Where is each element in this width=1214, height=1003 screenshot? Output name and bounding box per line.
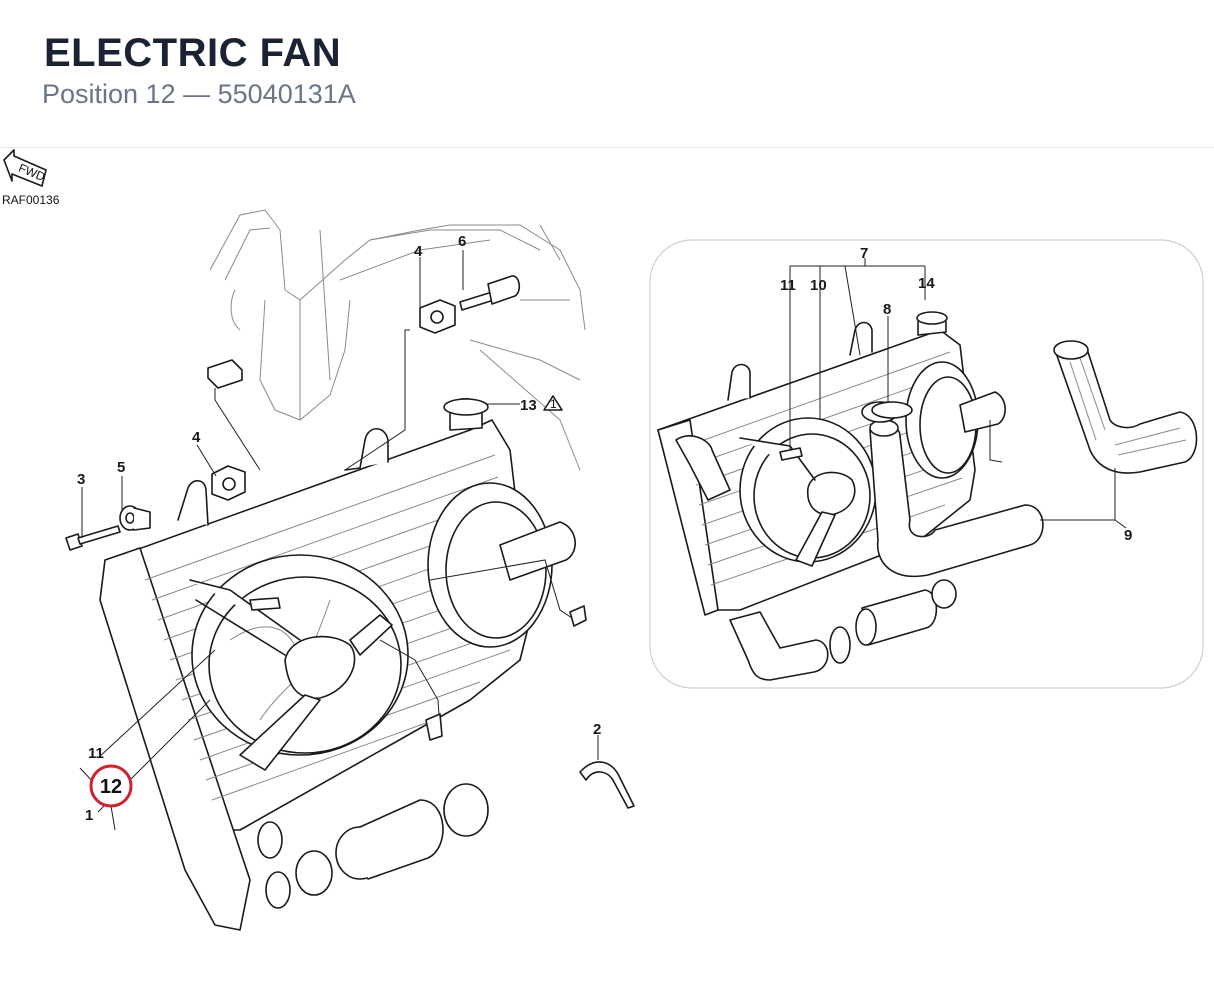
spacer-top-left [207, 359, 243, 389]
callout-10: 10 [810, 277, 827, 294]
callout-11-inset: 11 [780, 277, 796, 294]
callout-4-left: 4 [192, 429, 201, 446]
page-header: ELECTRIC FAN Position 12 — 55040131A [0, 0, 1214, 148]
part-number: 55040131A [217, 79, 356, 109]
position-label: Position 12 [42, 79, 176, 109]
note-marker-label: 1 [550, 397, 557, 411]
callout-9: 9 [1124, 527, 1132, 544]
fan-right [427, 482, 587, 648]
callout-4-top: 4 [414, 243, 423, 260]
highlighted-callout-label: 12 [100, 776, 122, 798]
callout-2: 2 [593, 721, 601, 738]
fwd-arrow-icon: FWD [3, 149, 47, 187]
highlighted-callout-12[interactable]: 12 [89, 764, 133, 808]
callout-13: 13 [520, 397, 537, 414]
reference-code: RAF00136 [2, 193, 60, 207]
note-marker-triangle: 1 [543, 395, 563, 411]
hose-clamps-bottom [257, 783, 489, 909]
fan-left [189, 554, 443, 771]
callout-1: 1 [85, 807, 93, 824]
frame-background [209, 209, 586, 471]
washer-5 [119, 505, 151, 531]
callout-6: 6 [458, 233, 466, 250]
callout-11-main: 11 [88, 745, 104, 762]
main-leader-lines [79, 250, 599, 831]
clip-2 [579, 761, 635, 809]
subtitle-separator: — [183, 79, 211, 109]
nut-4-top [419, 299, 456, 334]
callout-5: 5 [117, 459, 125, 476]
bolt-6 [459, 275, 521, 311]
callout-3: 3 [77, 471, 85, 488]
page-title: ELECTRIC FAN [44, 31, 342, 75]
callout-14: 14 [918, 275, 935, 292]
nut-4-left [211, 465, 246, 501]
bolt-3 [65, 525, 121, 551]
callout-7: 7 [860, 245, 868, 262]
inset-panel [649, 239, 1204, 689]
callout-8: 8 [883, 301, 891, 318]
page-subtitle: Position 12 — 55040131A [42, 78, 356, 110]
